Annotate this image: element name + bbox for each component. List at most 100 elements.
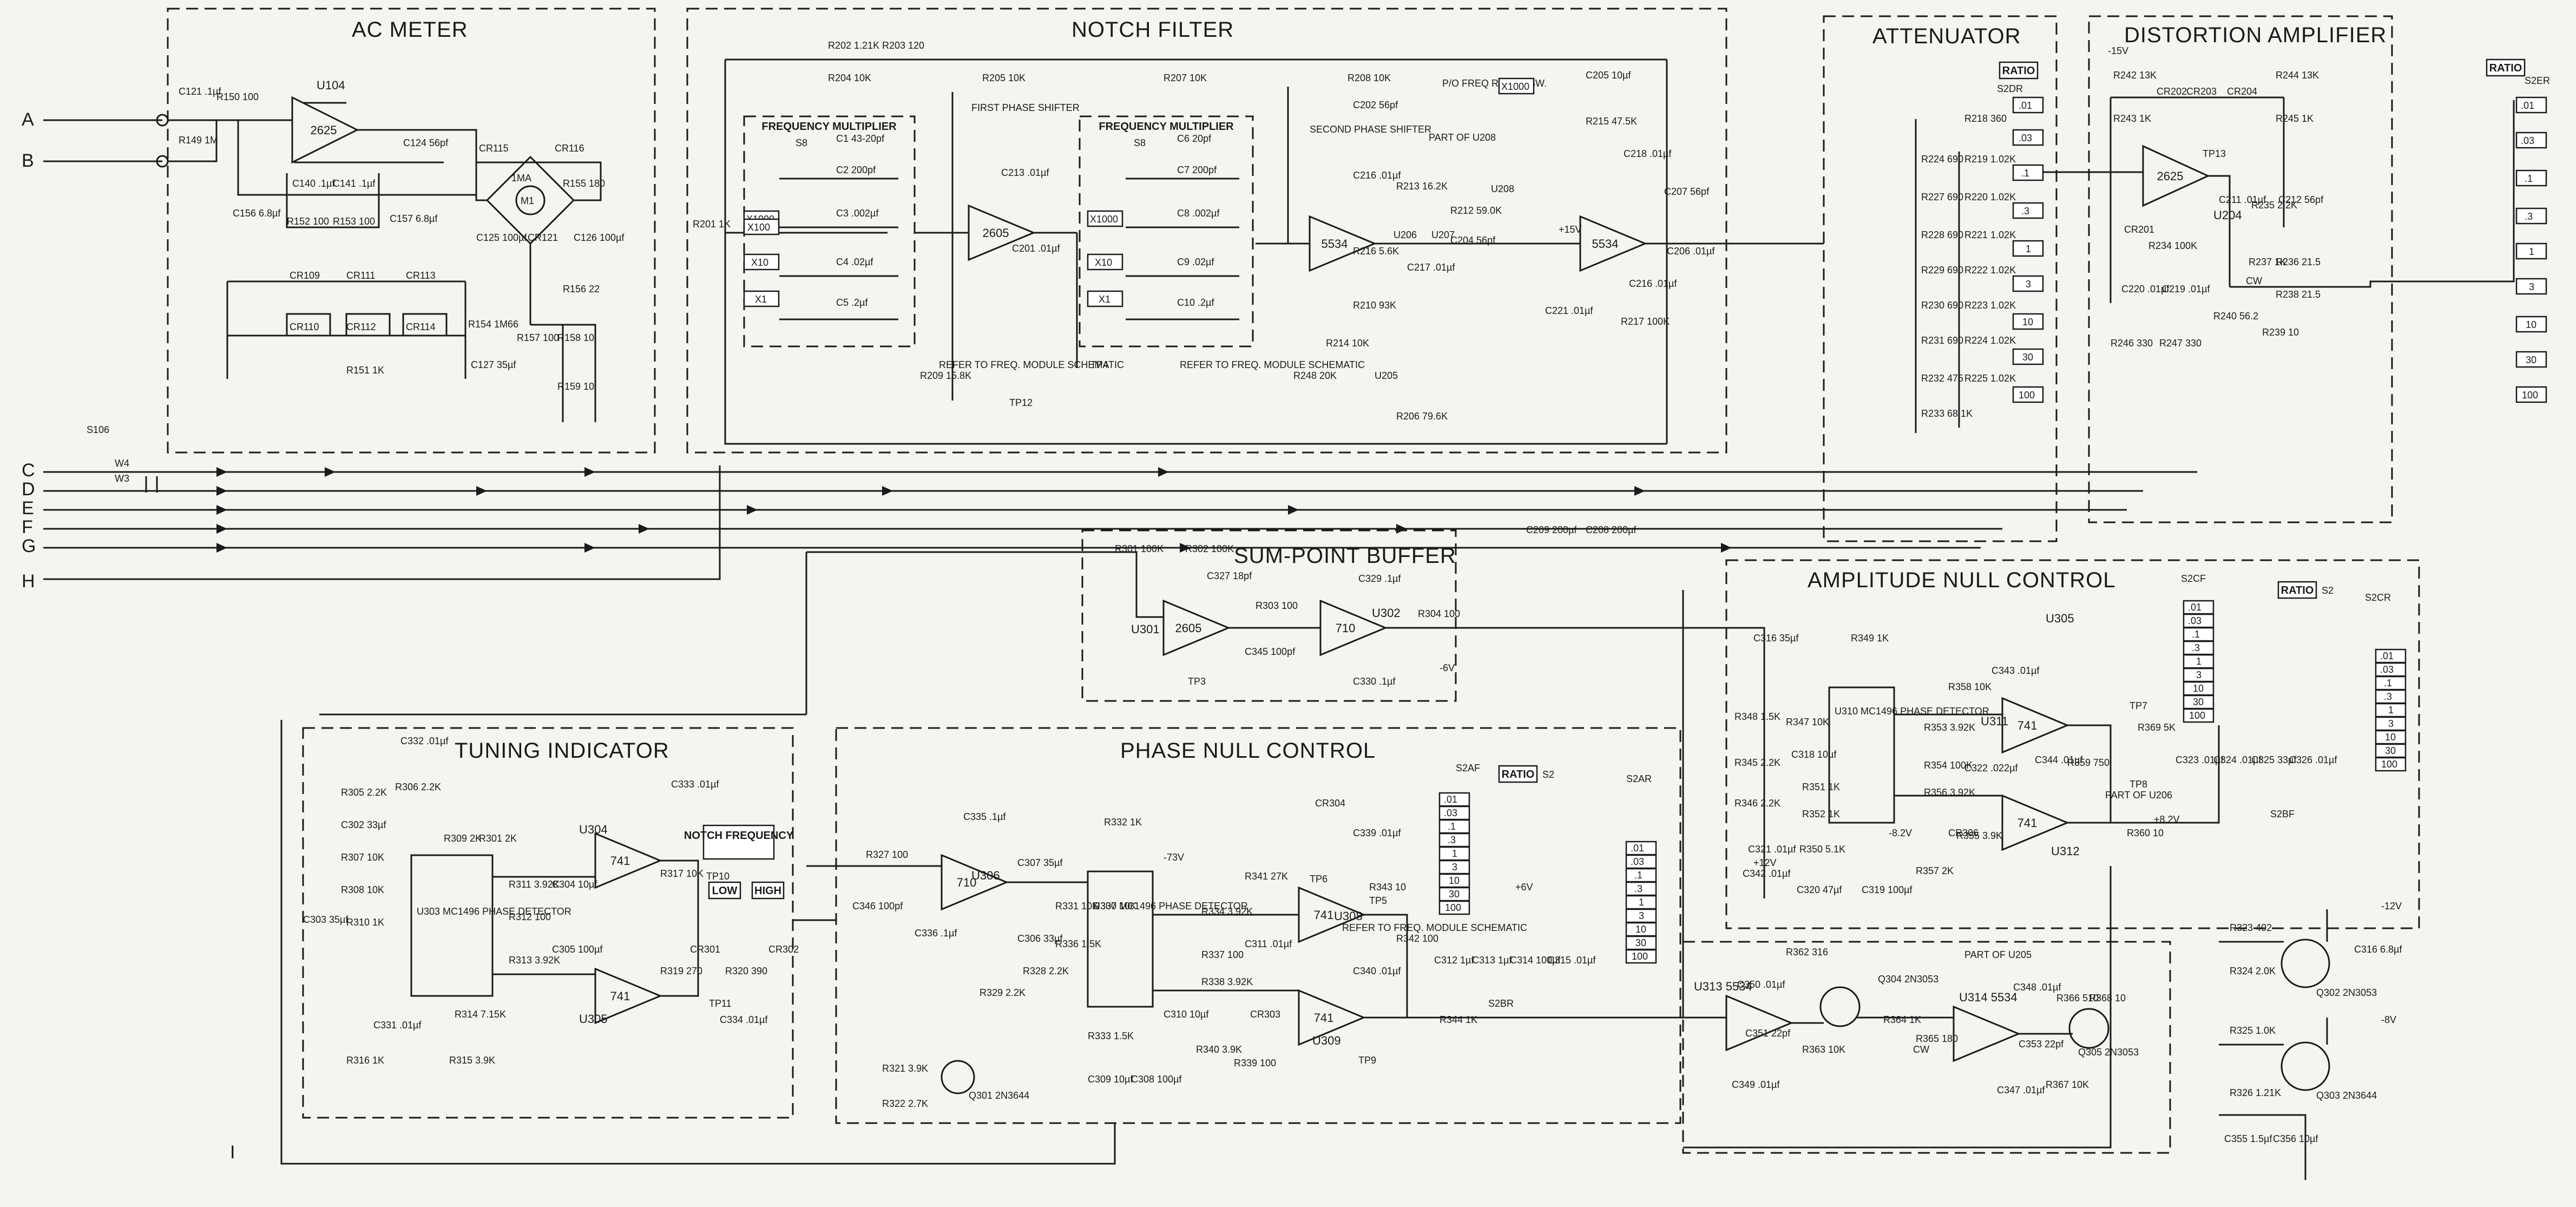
svg-text:R218 360: R218 360 [1964,113,2007,124]
ac-meter-title: AC METER [352,18,468,42]
svg-text:C1 43-20pf: C1 43-20pf [836,133,885,144]
svg-text:R221 1.02K: R221 1.02K [1964,229,2016,240]
svg-text:S2BR: S2BR [1488,998,1514,1009]
opamp-u314 [1953,1005,2021,1062]
svg-text:CR121: CR121 [528,232,558,243]
svg-text:R303 100: R303 100 [1256,600,1298,611]
svg-text:2605: 2605 [983,226,1009,240]
svg-text:R215 47.5K: R215 47.5K [1586,116,1637,127]
svg-text:C309 10µf: C309 10µf [1088,1074,1133,1085]
svg-text:CR110: CR110 [290,322,319,332]
svg-text:REFER TO FREQ. MODULE SCHEMATI: REFER TO FREQ. MODULE SCHEMATIC [1180,359,1365,370]
input-e: E [22,498,34,519]
svg-text:710: 710 [1336,621,1356,635]
notch-filter-title: NOTCH FILTER [1072,18,1234,42]
svg-text:C305 100µf: C305 100µf [552,944,603,955]
svg-text:C219 .01µf: C219 .01µf [2162,284,2210,294]
svg-text:R156 22: R156 22 [563,284,600,294]
svg-text:+6V: +6V [1515,882,1533,893]
distortion-amplifier-box [2088,15,2393,523]
opamp-u311 [2001,697,2069,754]
svg-text:R340 3.9K: R340 3.9K [1196,1044,1242,1055]
svg-text:R235 2.2K: R235 2.2K [2251,200,2297,211]
svg-text:C9 .02µf: C9 .02µf [1177,257,1214,267]
high-indicator [751,881,785,900]
svg-text:CR113: CR113 [406,270,436,281]
input-i: I [230,1142,235,1163]
svg-text:C3 .002µf: C3 .002µf [836,208,879,219]
svg-text:PART OF U208: PART OF U208 [1429,132,1496,143]
svg-text:R153 100: R153 100 [333,216,375,227]
svg-text:TP10: TP10 [706,871,730,882]
svg-text:C324 .01µf: C324 .01µf [2213,755,2262,765]
svg-text:Q303 2N3644: Q303 2N3644 [2316,1090,2377,1101]
svg-text:C208 200µf: C208 200µf [1586,524,1637,535]
output-stage-circuit: U313 5534 U314 5534 PART OF U205 R362 31… [1683,947,2139,1096]
svg-text:U206: U206 [1394,229,1417,240]
svg-text:.01: .01 [2380,651,2394,661]
svg-text:C125 100µf: C125 100µf [476,232,527,243]
svg-text:R329 2.2K: R329 2.2K [980,987,1026,998]
svg-text:C216 .01µf: C216 .01µf [1629,278,1677,289]
svg-text:S2CR: S2CR [2365,592,2391,603]
svg-text:.1: .1 [1448,821,1456,832]
svg-text:C141 .1µf: C141 .1µf [333,178,376,189]
svg-text:C339 .01µf: C339 .01µf [1353,828,1401,838]
svg-text:.1: .1 [2021,168,2029,179]
svg-text:C351 22pf: C351 22pf [1745,1028,1791,1039]
svg-text:R331 10K: R331 10K [1055,901,1099,911]
svg-text:CR301: CR301 [690,944,720,955]
svg-text:C346 100pf: C346 100pf [852,901,903,911]
svg-text:.01: .01 [2188,602,2202,613]
svg-text:100: 100 [2019,390,2035,401]
svg-text:.01: .01 [1631,843,1644,854]
svg-text:S2AF: S2AF [1456,763,1480,773]
svg-text:.3: .3 [1634,883,1642,894]
svg-text:R342 100: R342 100 [1396,933,1438,944]
svg-text:R307 10K: R307 10K [341,852,384,863]
svg-text:TP4: TP4 [1090,359,1108,370]
svg-text:R355 3.9K: R355 3.9K [1956,830,2002,841]
svg-text:741: 741 [2018,816,2038,830]
distortion-amplifier-title: DISTORTION AMPLIFIER [2124,23,2387,47]
svg-text:LOW: LOW [712,885,738,897]
svg-text:R346 2.2K: R346 2.2K [1734,798,1780,809]
svg-text:C348 .01µf: C348 .01µf [2013,982,2061,993]
svg-text:C308 100µf: C308 100µf [1131,1074,1182,1085]
svg-text:U308: U308 [1334,909,1363,923]
svg-text:5534: 5534 [1322,237,1348,251]
svg-text:C322 .022µf: C322 .022µf [1964,763,2018,773]
svg-text:REFER TO FREQ. MODULE SCHEMATI: REFER TO FREQ. MODULE SCHEMATIC [939,359,1124,370]
svg-text:R351 1K: R351 1K [1802,782,1840,792]
svg-text:C202 56pf: C202 56pf [1353,100,1398,110]
svg-text:1MA: 1MA [511,173,531,183]
svg-text:RATIO: RATIO [2281,585,2314,596]
svg-text:R214 10K: R214 10K [1326,338,1369,349]
svg-text:R352 1K: R352 1K [1802,809,1840,819]
svg-text:100: 100 [2381,759,2397,770]
svg-text:C140 .1µf: C140 .1µf [292,178,335,189]
opamp-u104 [291,96,359,164]
svg-text:30: 30 [1449,889,1460,900]
svg-text:3: 3 [2388,718,2394,729]
svg-text:CR112: CR112 [346,322,376,332]
svg-text:R316 1K: R316 1K [346,1055,384,1066]
svg-text:-15V: -15V [2108,45,2128,56]
svg-text:U314 5534: U314 5534 [1959,990,2018,1004]
svg-text:.03: .03 [1631,856,1644,867]
svg-text:C356 10µf: C356 10µf [2273,1133,2318,1144]
amplitude-null-control-box [1725,559,2420,929]
svg-text:S2: S2 [2322,585,2334,596]
svg-text:10: 10 [2022,317,2033,327]
svg-text:1: 1 [2529,246,2534,257]
svg-text:R246 330: R246 330 [2111,338,2153,349]
svg-text:.3: .3 [2192,642,2200,653]
svg-text:R319 270: R319 270 [660,966,702,976]
svg-text:TP13: TP13 [2203,148,2226,159]
opamp-u306 [941,854,1009,911]
attenuator-box [1823,15,2058,542]
svg-text:C315 .01µf: C315 .01µf [1548,955,1596,966]
input-a: A [22,109,34,130]
svg-text:R367 10K: R367 10K [2046,1079,2089,1090]
